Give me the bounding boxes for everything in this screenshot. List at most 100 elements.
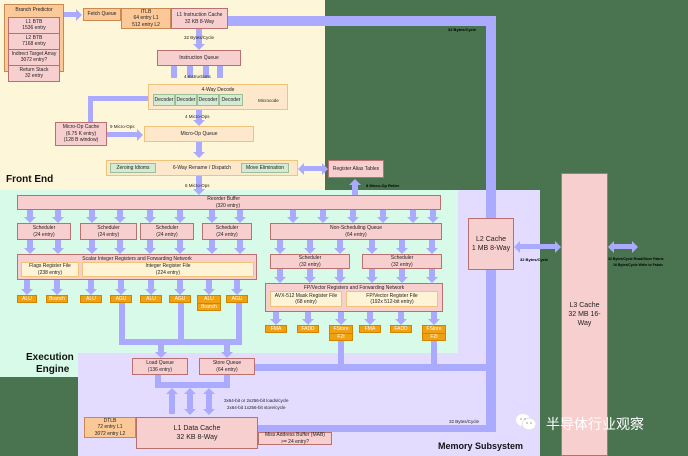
to-load-queue-head — [155, 352, 167, 358]
store-bandwidth-label: 2x64-bit 1x256-bit store/cycle — [227, 405, 286, 410]
front-end-notch — [325, 0, 453, 190]
int-unit-agu-1: AGU — [110, 295, 132, 303]
dcache-port-2-head-up — [184, 388, 196, 394]
fp-vector-register-file: FP/Vector Register File(192x 512-bit ent… — [346, 291, 438, 307]
to-store-queue — [224, 345, 230, 353]
fp-unit-fma-1: FMA — [265, 325, 287, 333]
rob-to-nsq-6-head — [427, 217, 439, 223]
icache-to-iq-head — [193, 44, 205, 50]
zeroing-idioms: Zeroing Idioms — [110, 163, 156, 173]
decode-title: 4-Way Decode — [201, 87, 235, 93]
fp-net-to-unit-2-head — [302, 319, 314, 325]
decoder-3: Decoder — [197, 94, 219, 106]
sched-to-int-net-8 — [237, 240, 243, 249]
decoder-1: Decoder — [153, 94, 175, 106]
sched-to-int-net-2 — [55, 240, 61, 249]
uop-cache-to-uopq-head — [137, 128, 143, 141]
nsq-to-fp-sched-5-head — [396, 248, 408, 254]
memory-subsystem-title: Memory Subsystem — [438, 441, 524, 451]
rob-to-nsq-5-head — [407, 217, 419, 223]
agu1-down — [119, 303, 125, 345]
rob-to-int-sched-3-head — [86, 217, 98, 223]
iq-to-decode-2 — [187, 66, 193, 78]
decode-to-uop-cache-h — [88, 96, 148, 101]
rob-to-int-sched-7 — [209, 210, 215, 218]
miss-address-buffer: Miss Address Buffer (MAB)>= 24 entry? — [258, 432, 332, 445]
int-net-to-unit-3-head — [85, 289, 97, 295]
to-store-queue-head — [221, 352, 233, 358]
rename-to-rob-head — [193, 189, 205, 195]
rob-to-int-sched-1 — [27, 210, 33, 218]
rob-to-rat-head — [349, 179, 361, 185]
fp-scheduler-2: Scheduler(32 entry) — [362, 254, 442, 269]
nsq-to-fp-sched-1 — [277, 240, 283, 249]
l2-to-l3-link — [520, 244, 556, 249]
l3-fabric-head-left — [608, 240, 614, 253]
rename-to-rat-head-right — [322, 162, 328, 175]
fp-net-to-unit-6 — [431, 312, 437, 320]
rob-to-int-sched-2-head — [52, 217, 64, 223]
nsq-to-fp-sched-1-head — [274, 248, 286, 254]
sched-to-int-net-5 — [147, 240, 153, 249]
int-scheduler-1: Scheduler(24 entry) — [17, 223, 71, 240]
fp-sched-to-net-1-head — [274, 277, 286, 283]
fp-unit-fadd-1: FADD — [297, 325, 319, 333]
instruction-queue: Instruction Queue — [157, 50, 241, 66]
fstore1-down — [338, 341, 344, 371]
int-net-to-unit-3 — [88, 280, 94, 290]
int-net-to-unit-7 — [206, 280, 212, 290]
int-net-to-unit-6-head — [174, 289, 186, 295]
l1d-to-l2-h — [258, 425, 496, 432]
int-net-to-unit-1-head — [21, 289, 33, 295]
int-unit-alu-1: ALU — [17, 295, 37, 303]
rob-to-int-sched-2 — [55, 210, 61, 218]
uop-cache-to-uopq — [107, 132, 137, 137]
int-net-to-unit-8 — [234, 280, 240, 290]
sched-to-int-net-5-head — [144, 248, 156, 254]
fp-net-to-unit-5-head — [395, 319, 407, 325]
non-scheduling-queue: Non-Scheduling Queue(64 entry) — [270, 223, 442, 240]
rob-to-int-sched-5 — [147, 210, 153, 218]
rob-to-nsq-4-head — [377, 217, 389, 223]
execution-engine-title-1: Execution — [26, 352, 74, 363]
fetch-queue: Fetch Queue — [83, 8, 121, 21]
retire-label: 8 Micro-Op Retire — [366, 183, 400, 188]
l3-fabric-label-2: 16 Bytes/Cycle Write to Fabric — [613, 263, 664, 267]
branch-predictor-title: Branch Predictor — [15, 7, 53, 13]
four-micro-ops-label: 4 Micro-Ops — [185, 114, 210, 119]
agu3-down — [236, 303, 242, 345]
int-unit-alu-2: ALU — [80, 295, 102, 303]
sched-to-int-net-1 — [27, 240, 33, 249]
nsq-to-fp-sched-4 — [369, 240, 375, 249]
fp-net-to-unit-1-head — [270, 319, 282, 325]
load-bandwidth-label: 3x64-bit or 2x256-bit loads/cycle — [224, 398, 289, 403]
sched-to-int-net-4-head — [114, 248, 126, 254]
rob-to-nsq-1-head — [287, 217, 299, 223]
rob-to-int-sched-8 — [237, 210, 243, 218]
sched-to-int-net-3-head — [86, 248, 98, 254]
uopq-to-rename-head — [193, 152, 205, 158]
rob-to-int-sched-4-head — [114, 217, 126, 223]
int-net-to-unit-7-head — [203, 289, 215, 295]
decoder-4: Decoder — [219, 94, 243, 106]
iq-to-decode-1 — [171, 66, 177, 78]
store-queue-to-l2 — [255, 364, 488, 371]
fp-sched-to-net-1 — [277, 269, 283, 278]
nsq-to-fp-sched-4-head — [366, 248, 378, 254]
icache-to-iq — [196, 29, 202, 45]
int-net-to-unit-1 — [24, 280, 30, 290]
l1d-l2-bandwidth-label: 32 Bytes/Cycle — [449, 419, 480, 424]
rob-to-nsq-5 — [410, 210, 416, 218]
rename-to-rob — [196, 176, 202, 190]
fp-net-to-unit-5 — [398, 312, 404, 320]
fp-sched-to-net-6-head — [426, 277, 438, 283]
rob-to-int-sched-1-head — [24, 217, 36, 223]
